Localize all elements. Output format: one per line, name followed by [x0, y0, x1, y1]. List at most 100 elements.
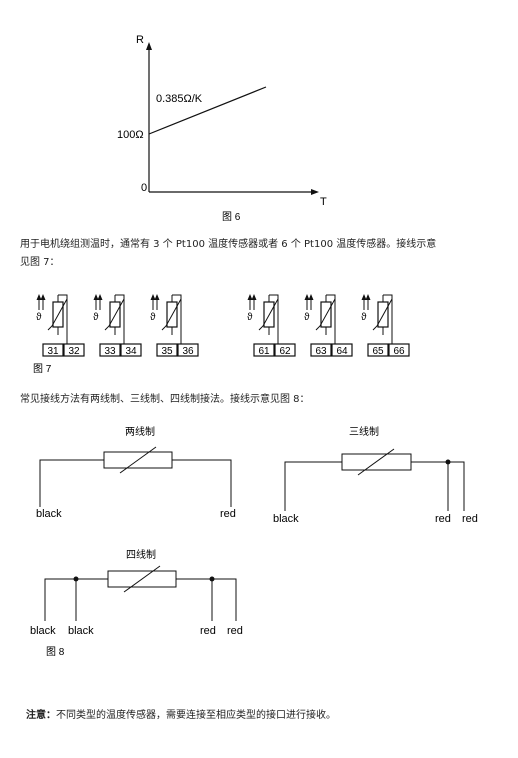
pt100-sensor: ϑ 61 62 [247, 294, 296, 357]
theta-symbol: ϑ [93, 312, 99, 323]
sensor-slash [104, 298, 125, 331]
paragraph-line: 见图 7： [20, 257, 60, 268]
paragraph-motor-winding: 用于电机绕组测温时，通常有 3 个 Pt100 温度传感器或者 6 个 Pt10… [20, 236, 510, 272]
terminal-number: 35 [161, 346, 173, 357]
sensor-slash [47, 298, 68, 331]
figure6-caption: 图 6 [222, 211, 241, 223]
four-wire-title: 四线制 [126, 548, 156, 561]
arrow-head [361, 294, 367, 300]
terminal-box [99, 343, 121, 357]
two-wire-title: 两线制 [125, 425, 155, 438]
two-wire-resistor-slash [119, 446, 157, 474]
terminal-box [310, 343, 332, 357]
three-wire-resistor [341, 453, 412, 471]
terminal-number: 65 [372, 346, 384, 357]
theta-symbol: ϑ [36, 312, 42, 323]
theta-symbol: ϑ [247, 312, 253, 323]
y-axis-arrow [146, 42, 152, 50]
figure8-caption: 图 8 [46, 646, 65, 658]
terminal-number: 64 [336, 346, 348, 357]
note-label: 注意： [26, 710, 56, 721]
three-wire-title: 三线制 [349, 425, 379, 438]
x-axis-arrow [311, 189, 319, 195]
terminal-box [42, 343, 64, 357]
arrow-head [36, 294, 42, 300]
three-wire-resistor-slash [357, 448, 395, 476]
terminal-number: 61 [258, 346, 270, 357]
terminal-box [253, 343, 275, 357]
terminal-number: 66 [393, 346, 405, 357]
terminal-box [367, 343, 389, 357]
arrow-head [251, 294, 257, 300]
sensor-wires [268, 294, 279, 344]
figure8-wiring-methods: 两线制 black red 三线制 black red red 四线制 blac… [30, 425, 478, 658]
note-text: 不同类型的温度传感器，需要连接至相应类型的接口进行接收。 [56, 710, 336, 721]
slope-label: 0.385Ω/K [156, 93, 203, 105]
origin-label: 0 [141, 182, 147, 194]
theta-symbol: ϑ [361, 312, 367, 323]
four-wire-junction-left [73, 576, 79, 582]
sensor-wires [325, 294, 336, 344]
sensor-slash [315, 298, 336, 331]
sensor-slash [161, 298, 182, 331]
arrow-head [93, 294, 99, 300]
terminal-box [331, 343, 353, 357]
arrow-head [365, 294, 371, 300]
three-wire-diagram: 三线制 black red red [273, 425, 478, 525]
terminal-box [63, 343, 85, 357]
four-wire-junction-right [209, 576, 215, 582]
paragraph-line: 用于电机绕组测温时，通常有 3 个 Pt100 温度传感器或者 6 个 Pt10… [20, 239, 437, 250]
two-wire-leads [39, 459, 232, 507]
two-wire-resistor [103, 451, 173, 469]
four-wire-left-label-2: black [68, 625, 94, 637]
two-wire-left-label: black [36, 508, 62, 520]
terminal-box [120, 343, 142, 357]
arrow-head [40, 294, 46, 300]
arrow-head [154, 294, 160, 300]
three-wire-right-label-1: red [435, 513, 451, 525]
terminal-box [274, 343, 296, 357]
y-axis-label: R [136, 34, 144, 46]
arrow-head [247, 294, 253, 300]
terminal-number: 63 [315, 346, 327, 357]
sensor-wires [171, 294, 182, 344]
pt100-sensor: ϑ 65 66 [361, 294, 410, 357]
two-wire-right-label: red [220, 508, 236, 520]
three-wire-leads [284, 461, 465, 511]
paragraph-wiring-methods: 常见接线方法有两线制、三线制、四线制接法。接线示意见图 8： [20, 394, 310, 405]
arrow-head [304, 294, 310, 300]
terminal-number: 62 [279, 346, 291, 357]
four-wire-diagram: 四线制 black black red red [30, 548, 243, 637]
sensor-wires [382, 294, 393, 344]
three-wire-right-label-2: red [462, 513, 478, 525]
terminal-box [177, 343, 199, 357]
four-wire-resistor [107, 570, 177, 588]
arrow-head [308, 294, 314, 300]
terminal-number: 32 [68, 346, 80, 357]
four-wire-resistor-slash [123, 565, 161, 593]
arrow-head [97, 294, 103, 300]
terminal-box [156, 343, 178, 357]
terminal-number: 31 [47, 346, 59, 357]
x-axis-label: T [320, 196, 327, 208]
two-wire-diagram: 两线制 black red [36, 425, 236, 520]
four-wire-left-label-1: black [30, 625, 56, 637]
pt100-sensor: ϑ 31 32 [36, 294, 85, 357]
three-wire-left-label: black [273, 513, 299, 525]
intercept-label: 100Ω [117, 129, 144, 141]
arrow-head [150, 294, 156, 300]
four-wire-right-label-1: red [200, 625, 216, 637]
terminal-number: 33 [104, 346, 116, 357]
four-wire-leads [44, 578, 237, 621]
terminal-number: 34 [125, 346, 137, 357]
theta-symbol: ϑ [304, 312, 310, 323]
terminal-box [388, 343, 410, 357]
theta-symbol: ϑ [150, 312, 156, 323]
note: 注意：不同类型的温度传感器，需要连接至相应类型的接口进行接收。 [26, 706, 506, 721]
resistance-line [148, 86, 267, 135]
sensor-slash [372, 298, 393, 331]
sensor-slash [258, 298, 279, 331]
three-wire-junction [445, 459, 451, 465]
